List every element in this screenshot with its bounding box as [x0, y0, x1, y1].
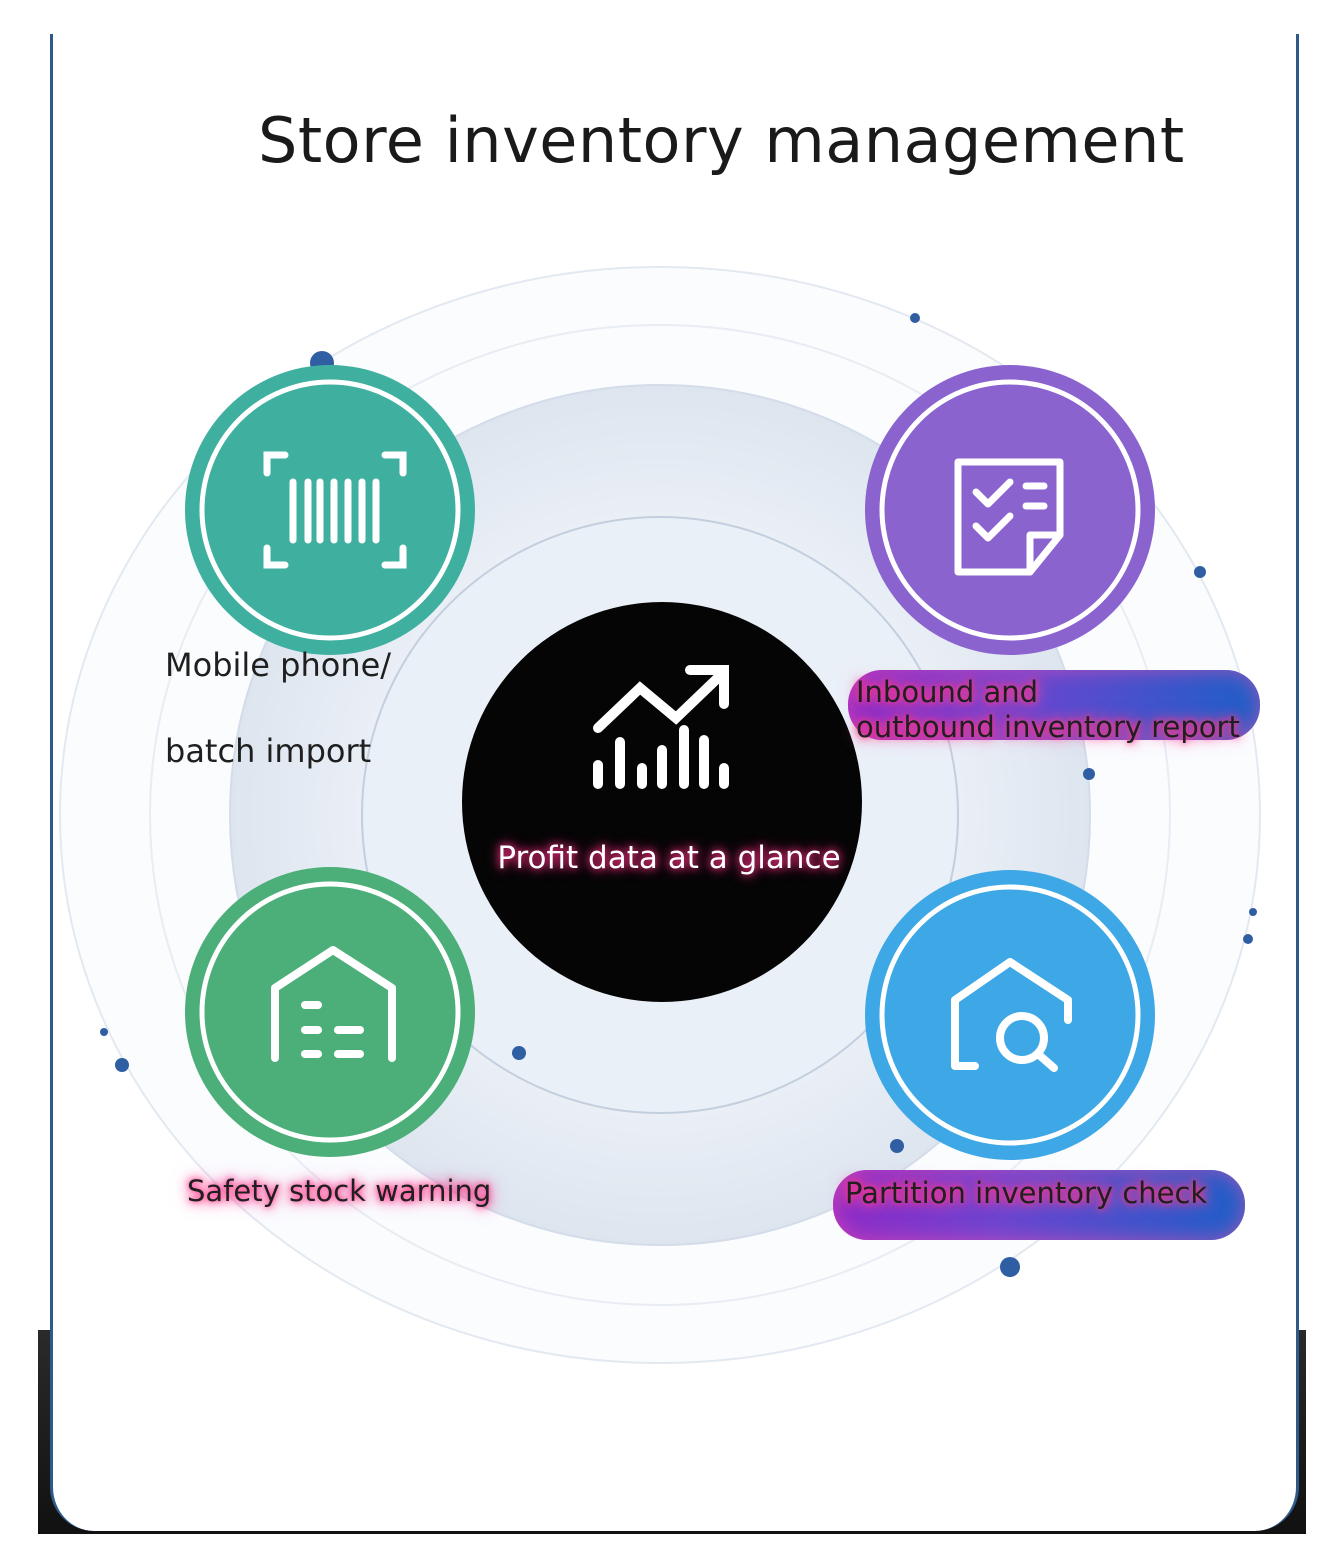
checklist-document-icon	[954, 458, 1064, 576]
house-search-icon	[951, 958, 1072, 1072]
report-label-line2: outbound inventory report	[856, 710, 1240, 744]
safety-node	[185, 867, 475, 1157]
center-label: Profit data at a glance	[497, 840, 841, 876]
report-label-line1: Inbound and	[856, 675, 1039, 709]
mobile-label-line2: batch import	[165, 732, 372, 770]
report-node	[865, 365, 1155, 655]
mobile-node	[185, 365, 475, 655]
center-node	[462, 602, 862, 1002]
report-label-pill	[848, 670, 1260, 740]
mobile-label-line1: Mobile phone/	[165, 646, 392, 684]
page-title: Store inventory management	[258, 104, 1185, 177]
warehouse-icon	[271, 946, 396, 1062]
partition-label: Partition inventory check	[845, 1176, 1208, 1210]
safety-label: Safety stock warning	[187, 1174, 492, 1208]
rising-chart-icon	[593, 665, 729, 789]
partition-label-pill	[833, 1170, 1245, 1240]
barcode-scan-icon	[263, 451, 407, 569]
